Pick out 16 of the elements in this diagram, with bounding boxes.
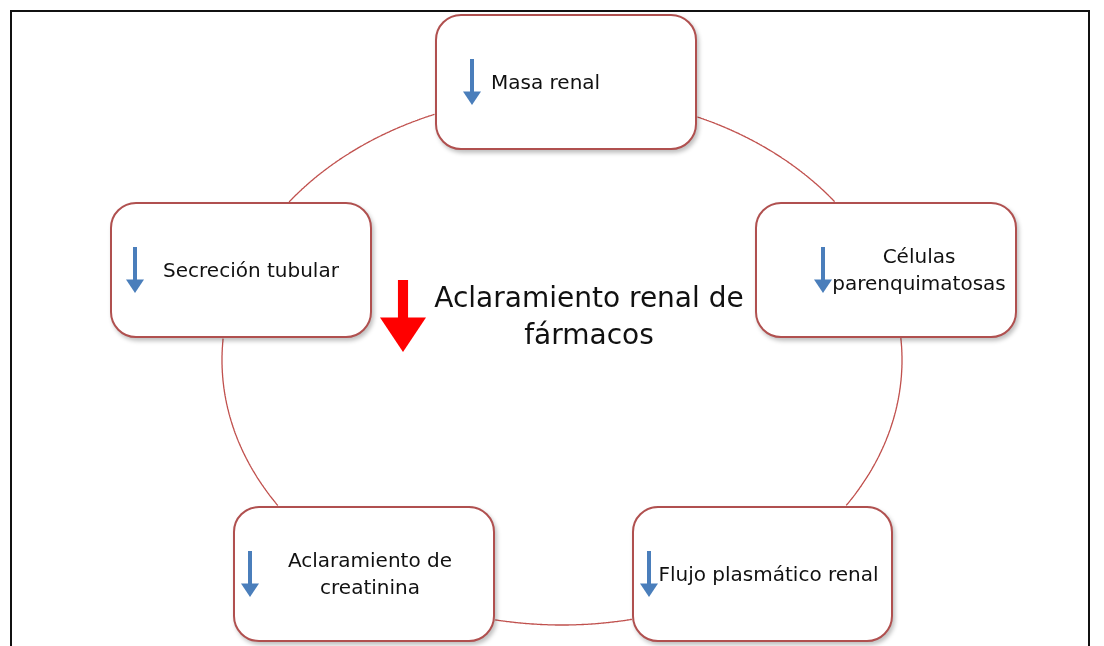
process-box <box>233 506 495 642</box>
connector-arc <box>696 116 836 203</box>
box-label: Aclaramiento de creatinina <box>286 547 454 601</box>
process-box <box>435 14 697 150</box>
connector-arc <box>845 337 903 507</box>
process-box <box>755 202 1017 338</box>
center-title: Aclaramiento renal de fármacos <box>433 280 745 353</box>
process-box <box>110 202 372 338</box>
box-label: Masa renal <box>491 68 601 96</box>
connector-arc <box>494 618 633 626</box>
process-box <box>632 506 893 642</box>
connector-arc <box>288 113 436 203</box>
box-label: Células parenquimatosas <box>832 243 1006 297</box>
connector-arc <box>221 338 279 507</box>
box-label: Flujo plasmático renal <box>658 560 879 588</box>
box-label: Secreción tubular <box>162 256 340 284</box>
